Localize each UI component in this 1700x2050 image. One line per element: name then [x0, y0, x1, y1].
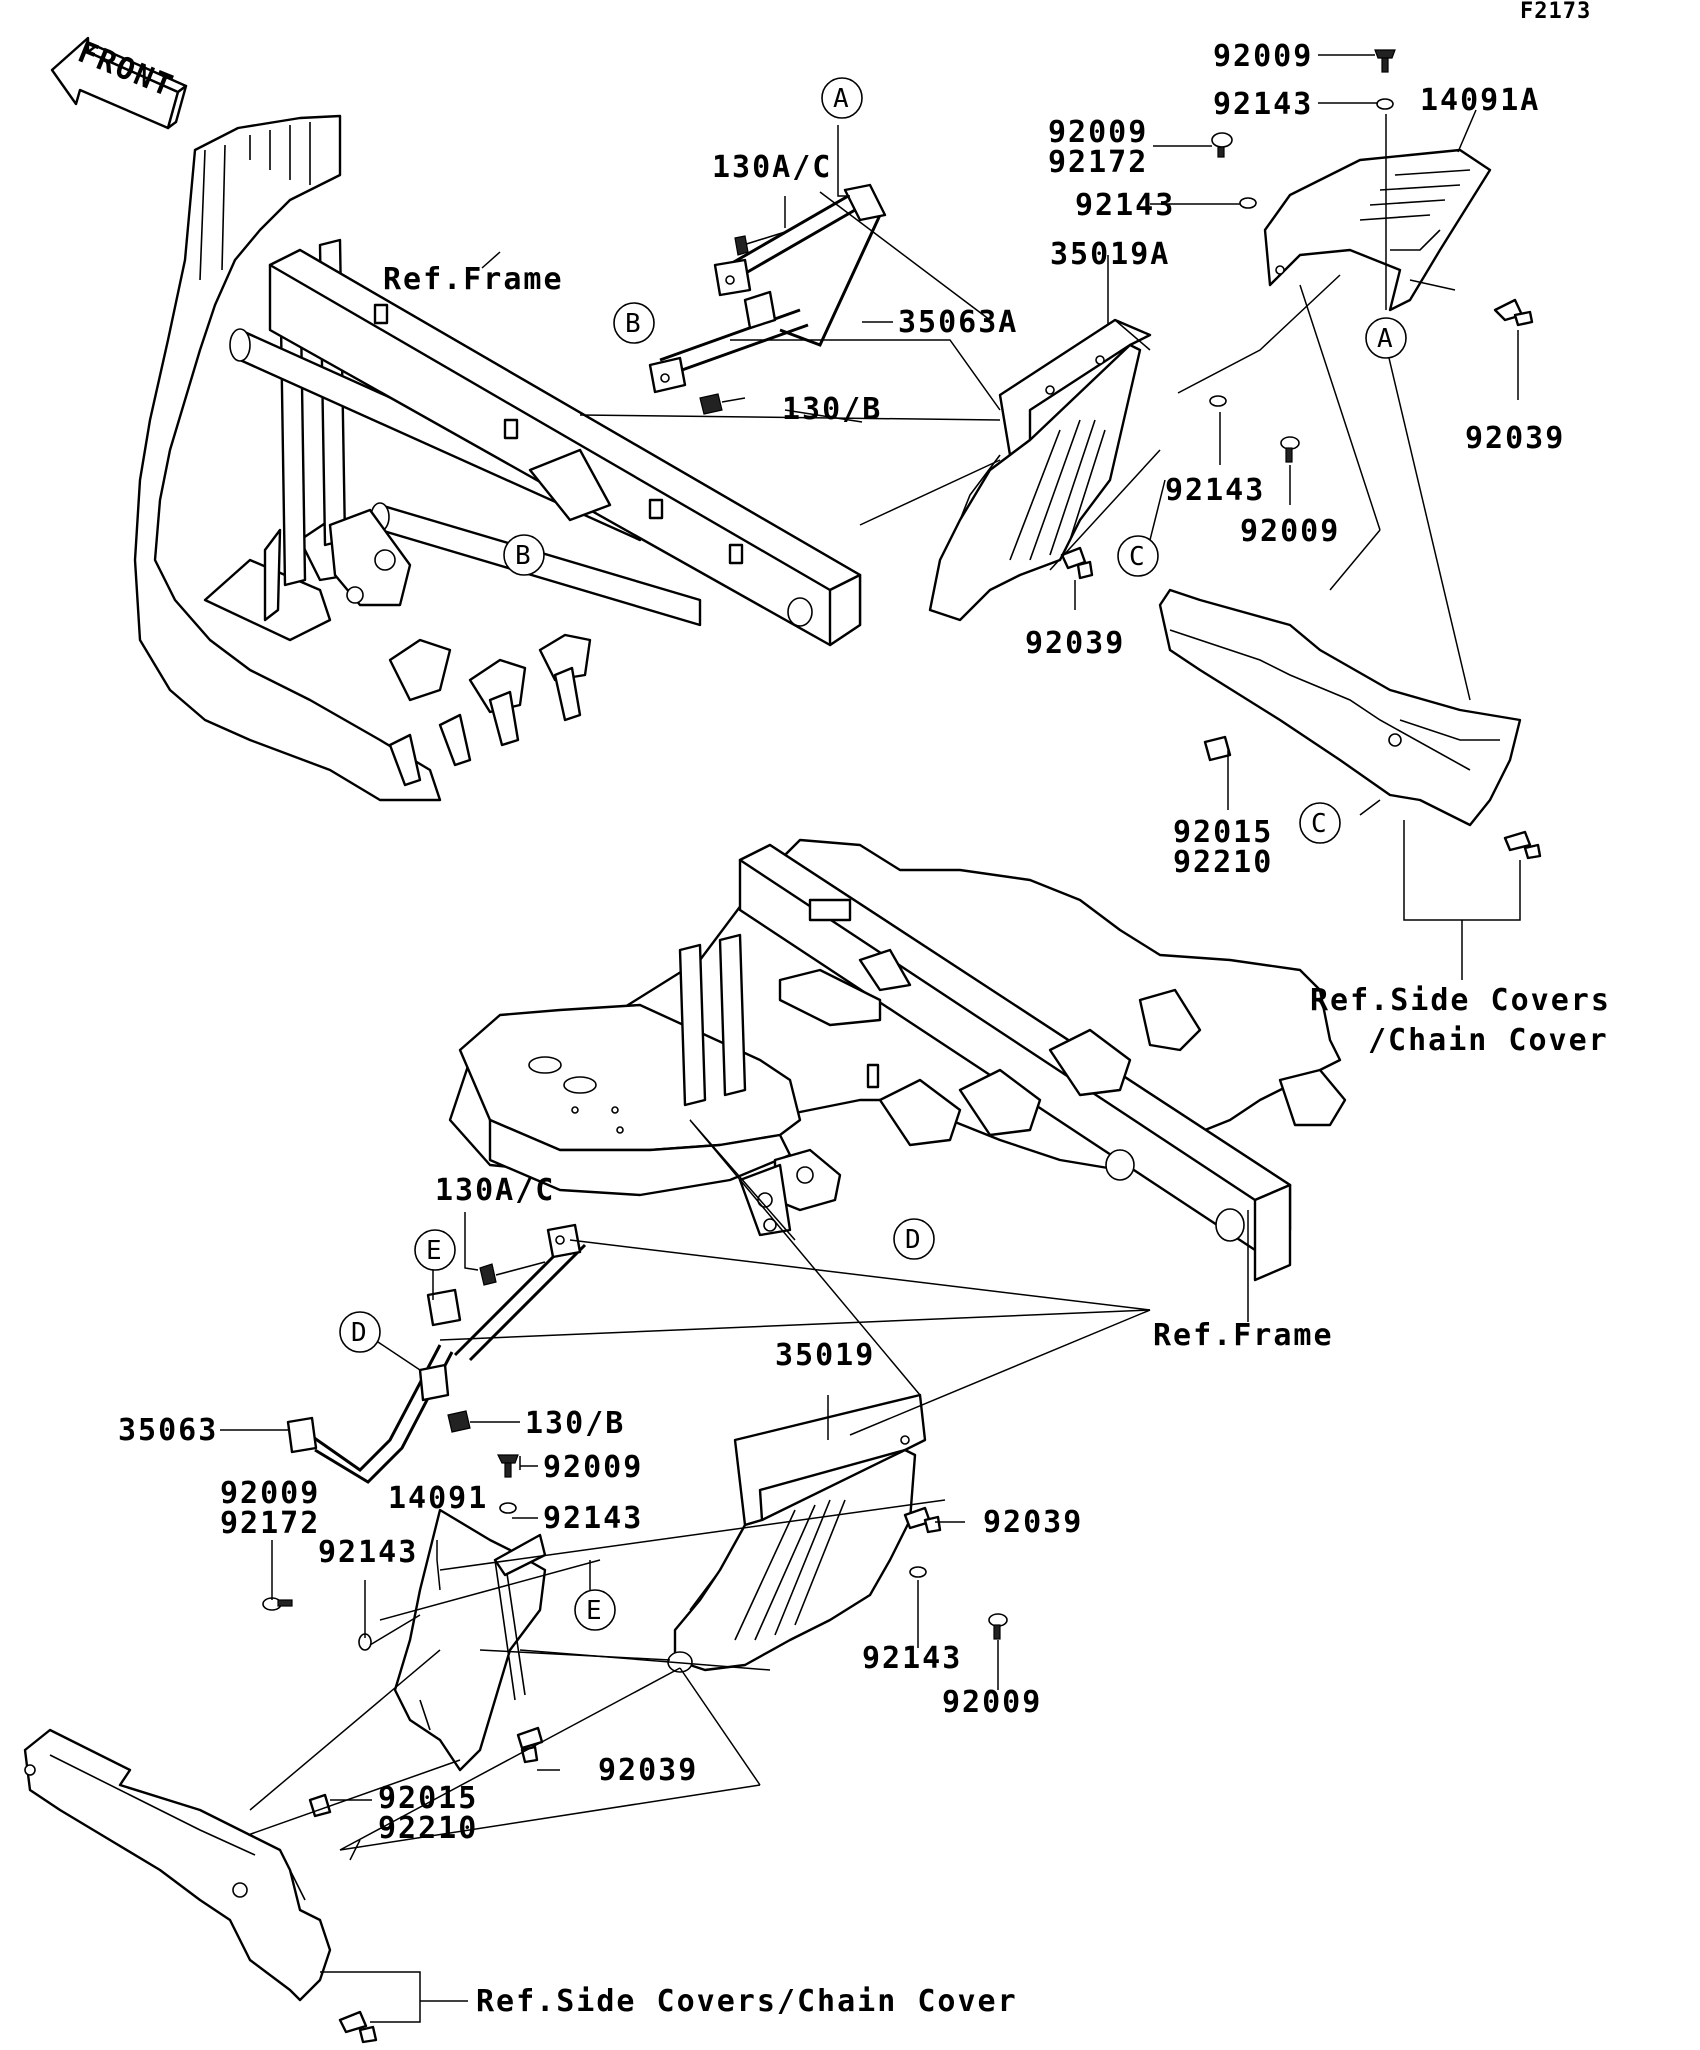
- svg-text:D: D: [351, 1318, 367, 1348]
- bolt-92009-bottom-b[interactable]: [988, 1613, 1008, 1640]
- label-14091: 14091: [388, 1481, 488, 1516]
- frame-upper: [133, 114, 862, 802]
- bolt-92009-92172-left[interactable]: [262, 1597, 293, 1611]
- svg-text:B: B: [625, 309, 641, 339]
- svg-text:A: A: [833, 84, 849, 114]
- label-92172-mid: 92172: [1048, 145, 1148, 180]
- svg-text:D: D: [905, 1225, 921, 1255]
- svg-text:C: C: [1311, 809, 1327, 839]
- callout-c-lower: C: [1299, 802, 1341, 844]
- label-92015-top: 92015: [1173, 815, 1273, 850]
- nut-92015-92210-bottom[interactable]: [308, 1793, 332, 1818]
- label-92143-mid: 92143: [1075, 188, 1175, 223]
- ref-frame-label-bottom: Ref.Frame: [1153, 1318, 1334, 1353]
- frame-lower: [448, 838, 1347, 1282]
- label-35063a: 35063A: [898, 305, 1018, 340]
- washer-92143-bottom-a[interactable]: [499, 1502, 517, 1514]
- callout-a-top: A: [821, 77, 863, 119]
- leaders-lower: [220, 1119, 1249, 2023]
- clip-92039-lower[interactable]: [1503, 830, 1542, 860]
- washer-92143-top[interactable]: [1376, 98, 1394, 110]
- washer-92143-mid[interactable]: [1239, 197, 1257, 209]
- label-92009-bottom-a: 92009: [543, 1450, 643, 1485]
- chain-cover-lower[interactable]: [23, 1728, 332, 2002]
- clip-bottom-end[interactable]: [338, 2010, 378, 2044]
- callout-b-frame: B: [503, 534, 545, 576]
- front-arrow-icon: FRONT: [50, 35, 188, 130]
- label-92009-left: 92009: [220, 1476, 320, 1511]
- ref-frame-label-top: Ref.Frame: [383, 262, 564, 297]
- guard-14091a[interactable]: [1263, 148, 1492, 312]
- nut-92015-92210-top[interactable]: [1203, 735, 1232, 762]
- label-92015-bottom: 92015: [378, 1781, 478, 1816]
- callout-c-top: C: [1117, 535, 1159, 577]
- bracket-35063a[interactable]: [648, 183, 887, 394]
- callout-d-frame: D: [893, 1218, 935, 1260]
- clip-92039-bottom-b[interactable]: [516, 1726, 544, 1764]
- bracket-35063[interactable]: [286, 1223, 587, 1484]
- label-92210-bottom: 92210: [378, 1811, 478, 1846]
- callout-e-top: E: [414, 1229, 456, 1271]
- label-35019a: 35019A: [1050, 237, 1170, 272]
- svg-text:E: E: [426, 1236, 442, 1266]
- bolt-92009-low[interactable]: [1280, 436, 1300, 463]
- label-35063: 35063: [118, 1413, 218, 1448]
- chain-cover-upper[interactable]: [1158, 588, 1522, 827]
- label-92143-left: 92143: [318, 1535, 418, 1570]
- svg-text:A: A: [1377, 324, 1393, 354]
- label-92009-top: 92009: [1213, 39, 1313, 74]
- label-92009-low: 92009: [1240, 514, 1340, 549]
- label-92143-low: 92143: [1165, 473, 1265, 508]
- clip-92039-center[interactable]: [1060, 546, 1094, 580]
- label-130b-bottom: 130/B: [525, 1406, 625, 1441]
- label-130ac-bottom: 130A/C: [435, 1173, 555, 1208]
- cover-35019a[interactable]: [928, 318, 1152, 622]
- label-92009-bottom-b: 92009: [942, 1685, 1042, 1720]
- fastener-92009-top[interactable]: [1374, 49, 1396, 73]
- guard-14091[interactable]: [393, 1508, 547, 1772]
- svg-text:C: C: [1129, 542, 1145, 572]
- bolt-92009-bottom-a[interactable]: [497, 1454, 519, 1478]
- callout-d-left: D: [339, 1311, 381, 1353]
- label-92143-bottom-b: 92143: [862, 1641, 962, 1676]
- label-35019: 35019: [775, 1338, 875, 1373]
- cover-35019[interactable]: [667, 1393, 927, 1673]
- ref-side-covers-label-bottom: Ref.Side Covers/Chain Cover: [476, 1984, 1018, 2019]
- ref-side-covers-label-2: /Chain Cover: [1368, 1023, 1609, 1058]
- bolt-130b-bottom[interactable]: [447, 1410, 471, 1433]
- leaders-upper: [481, 54, 1521, 980]
- callout-b-top: B: [613, 302, 655, 344]
- label-92210-top: 92210: [1173, 845, 1273, 880]
- labels: Ref.Frame 130A/C 35063A 130/B 35019A 920…: [118, 39, 1611, 2019]
- label-92143-top: 92143: [1213, 87, 1313, 122]
- bolt-130ac-bottom[interactable]: [479, 1261, 546, 1286]
- label-92039-center: 92039: [1025, 626, 1125, 661]
- label-14091a: 14091A: [1420, 83, 1540, 118]
- svg-text:B: B: [515, 541, 531, 571]
- label-92039-right: 92039: [1465, 421, 1565, 456]
- label-130ac-top: 130A/C: [712, 150, 832, 185]
- figure-id: F2173: [1520, 0, 1591, 24]
- bolt-130b-top[interactable]: [699, 393, 746, 415]
- clip-92039-right[interactable]: [1493, 298, 1534, 327]
- label-92143-bottom-a: 92143: [543, 1501, 643, 1536]
- label-92172-left: 92172: [220, 1506, 320, 1541]
- washer-92143-low[interactable]: [1209, 395, 1227, 407]
- fastener-92009-92172-mid[interactable]: [1211, 132, 1233, 158]
- label-92009-mid: 92009: [1048, 115, 1148, 150]
- callout-e-right: E: [574, 1589, 616, 1631]
- label-130b-top: 130/B: [782, 392, 882, 427]
- label-92039-bottom-a: 92039: [983, 1505, 1083, 1540]
- label-92039-bottom-b: 92039: [598, 1753, 698, 1788]
- washer-92143-bottom-b[interactable]: [909, 1566, 927, 1578]
- svg-text:E: E: [586, 1596, 602, 1626]
- callout-a-right: A: [1365, 317, 1407, 359]
- ref-side-covers-label-1: Ref.Side Covers: [1310, 983, 1611, 1018]
- bolt-130ac-top[interactable]: [734, 231, 786, 256]
- clip-92039-bottom-a[interactable]: [903, 1506, 942, 1534]
